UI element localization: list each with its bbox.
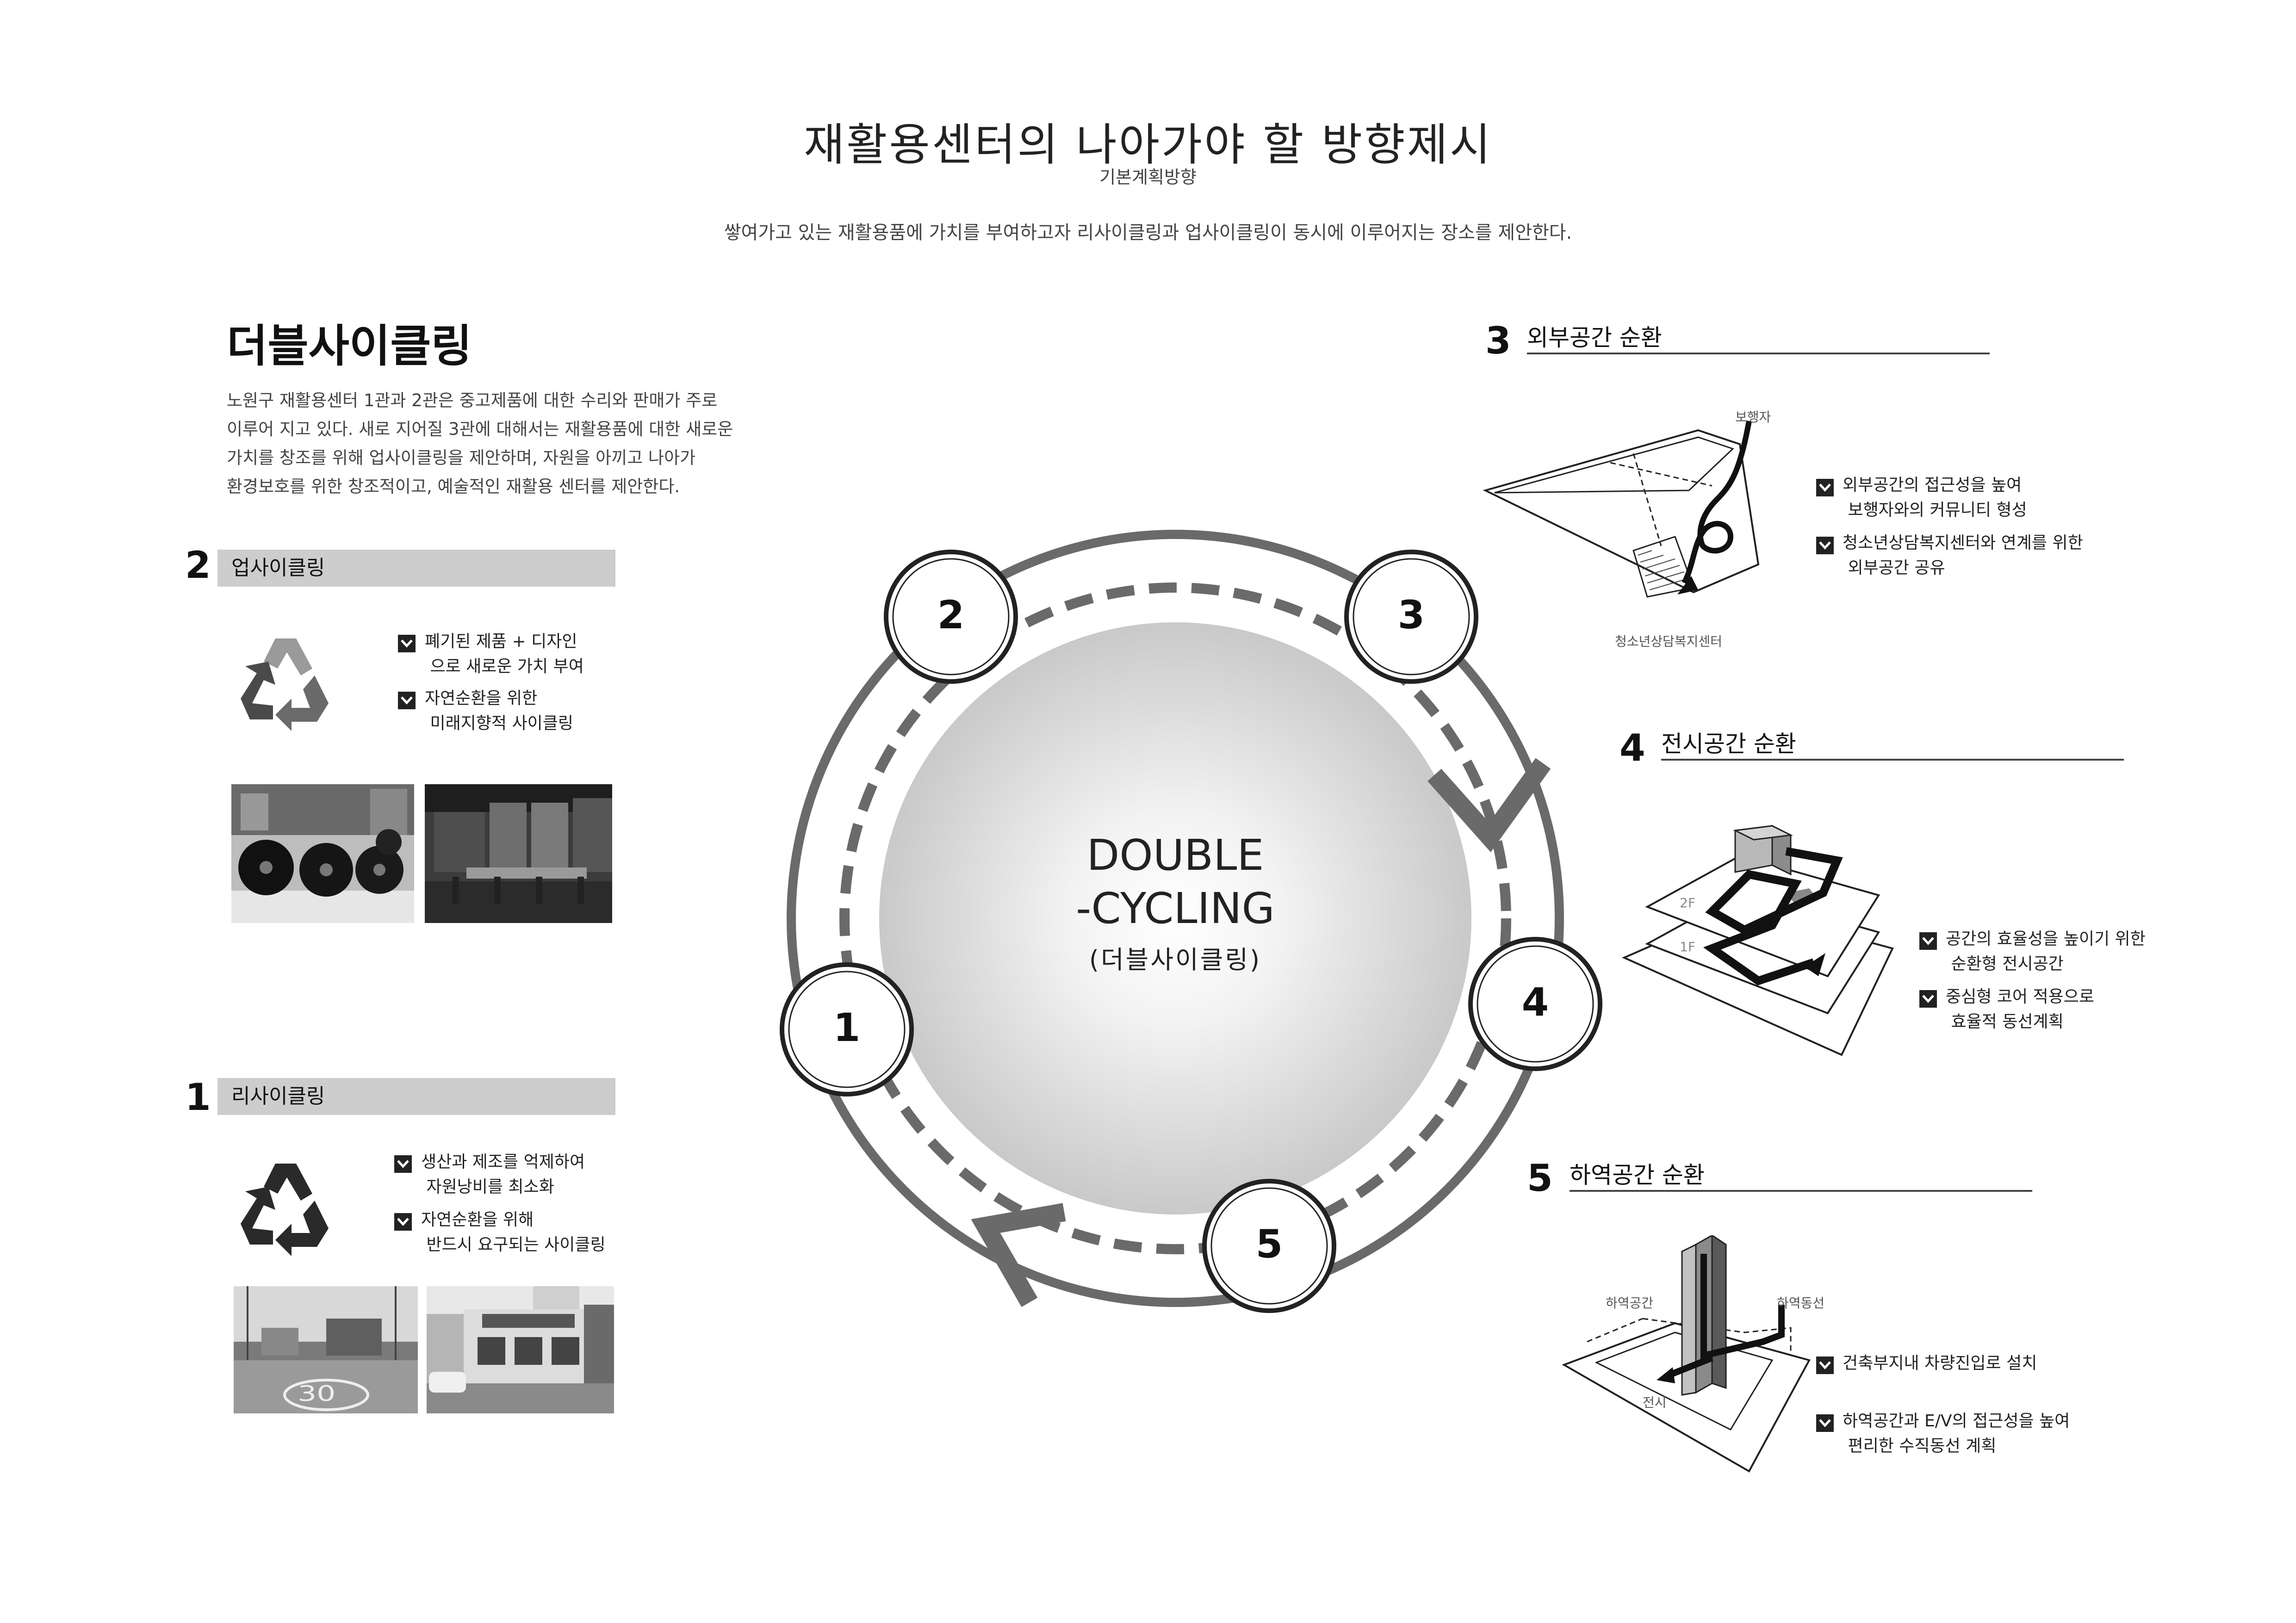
- paragraph-line: 환경보호를 위한 창조적이고, 예술적인 재활용 센터를 제안한다.: [227, 477, 680, 496]
- recycling-bar: 리사이클링: [217, 1078, 615, 1115]
- outdoor-pedestrian-label: 보행자: [1735, 409, 1771, 425]
- unloading-route-label: 하역동선: [1777, 1295, 1825, 1311]
- center-label-cycling: -CYCLING: [1076, 884, 1275, 933]
- cycle-node-5-label: 5: [1255, 1221, 1283, 1267]
- check-icon: [1816, 1414, 1834, 1432]
- check-icon: [394, 1213, 412, 1231]
- recycling-photo-street: 30: [234, 1286, 418, 1413]
- check-icon: [398, 692, 416, 709]
- cycle-node-2-label: 2: [937, 592, 965, 638]
- unloading-diagram: [1562, 1235, 1811, 1473]
- outdoor-diagram: [1483, 420, 1760, 598]
- check-icon: [1816, 479, 1834, 496]
- upcycling-bullet-2: 자연순환을 위한 미래지향적 사이클링: [425, 689, 573, 733]
- check-icon: [1919, 932, 1937, 950]
- inner-disk: [879, 622, 1471, 1214]
- exhibition-underline: [1661, 759, 2124, 761]
- upcycling-photo-interior: [425, 784, 612, 923]
- unloading-exhibit-label: 전시: [1643, 1395, 1667, 1410]
- recycling-bullet-1: 생산과 제조를 억제하여 자원낭비를 최소화: [421, 1152, 585, 1196]
- exhibition-number: 4: [1620, 726, 1645, 769]
- cycle-node-4: [1468, 937, 1602, 1071]
- upcycling-bullet-1: 폐기된 제품 + 디자인 으로 새로운 가치 부여: [425, 632, 584, 676]
- outdoor-number: 3: [1485, 319, 1511, 362]
- cycle-node-2: [884, 550, 1018, 684]
- chevron-arrow-left-icon: [971, 1203, 1066, 1307]
- exhibition-bullet-2: 중심형 코어 적용으로 효율적 동선계획: [1946, 987, 2094, 1031]
- recycling-label: 리사이클링: [231, 1084, 325, 1108]
- upcycling-number: 2: [185, 544, 211, 587]
- upcycling-photo-clocks: [231, 784, 414, 923]
- double-cycling-paragraph: 노원구 재활용센터 1관과 2관은 중고제품에 대한 수리와 판매가 주로 이루…: [227, 386, 782, 501]
- cycle-node-4-label: 4: [1521, 979, 1549, 1025]
- outdoor-bullet-1: 외부공간의 접근성을 높여 보행자와의 커뮤니티 형성: [1843, 476, 2027, 520]
- recycling-bullet-2: 자연순환을 위해 반드시 요구되는 사이클링: [421, 1210, 606, 1254]
- exhibition-1f-label: 1F: [1680, 939, 1695, 954]
- unloading-bullet-1: 건축부지내 차량진입로 설치: [1843, 1354, 2037, 1373]
- paragraph-line: 이루어 지고 있다. 새로 지어질 3관에 대해서는 재활용품에 대한 새로운: [227, 419, 733, 439]
- unloading-underline: [1570, 1190, 2032, 1192]
- cycle-node-5: [1202, 1179, 1336, 1313]
- center-label-korean: (더블사이클링): [1089, 945, 1262, 974]
- check-icon: [394, 1155, 412, 1173]
- recycling-number: 1: [185, 1076, 211, 1119]
- intro-text: 쌓여가고 있는 재활용품에 가치를 부여하고자 리사이클링과 업사이클링이 동시…: [724, 222, 1572, 243]
- page-title: 재활용센터의 나아가야 할 방향제시: [803, 119, 1493, 171]
- unloading-bullet-2: 하역공간과 E/V의 접근성을 높여 편리한 수직동선 계획: [1843, 1412, 2070, 1456]
- exhibition-2f-label: 2F: [1680, 895, 1695, 911]
- recycle-icon: [241, 1164, 329, 1256]
- dashed-ring: [839, 582, 1511, 1254]
- outdoor-underline: [1527, 353, 1990, 354]
- cycle-node-1: [780, 962, 914, 1096]
- cycle-node-1-label: 1: [833, 1005, 861, 1050]
- center-label-double: DOUBLE: [1086, 830, 1264, 880]
- unloading-title: 하역공간 순환: [1570, 1162, 1705, 1189]
- road-marking: 30: [298, 1381, 336, 1406]
- upcycling-bar: 업사이클링: [217, 550, 615, 587]
- check-icon: [1816, 537, 1834, 554]
- check-icon: [1919, 990, 1937, 1008]
- exhibition-title: 전시공간 순환: [1661, 731, 1796, 757]
- cycle-node-3-label: 3: [1397, 592, 1425, 638]
- upcycle-recycle-icon: [241, 638, 329, 731]
- unloading-number: 5: [1527, 1157, 1553, 1200]
- check-icon: [398, 635, 416, 652]
- check-icon: [1816, 1357, 1834, 1374]
- cycle-node-3: [1344, 550, 1478, 684]
- chevron-arrow-right-icon: [1427, 758, 1551, 852]
- recycling-photo-building: [427, 1286, 614, 1413]
- exhibition-bullet-1: 공간의 효율성을 높이기 위한 순환형 전시공간: [1946, 929, 2146, 973]
- page-subtitle: 기본계획방향: [1099, 167, 1197, 187]
- paragraph-line: 노원구 재활용센터 1관과 2관은 중고제품에 대한 수리와 판매가 주로: [227, 390, 718, 410]
- unloading-space-label: 하역공간: [1606, 1295, 1654, 1311]
- upcycling-label: 업사이클링: [231, 556, 325, 580]
- exhibition-diagram: [1622, 824, 1894, 1056]
- outdoor-bullet-2: 청소년상담복지센터와 연계를 위한 외부공간 공유: [1843, 533, 2083, 577]
- double-cycling-heading: 더블사이클링: [227, 320, 472, 372]
- outdoor-title: 외부공간 순환: [1527, 324, 1662, 351]
- outdoor-center-label: 청소년상담복지센터: [1615, 634, 1722, 649]
- paragraph-line: 가치를 창조를 위해 업사이클링을 제안하며, 자원을 아끼고 나아가: [227, 448, 696, 468]
